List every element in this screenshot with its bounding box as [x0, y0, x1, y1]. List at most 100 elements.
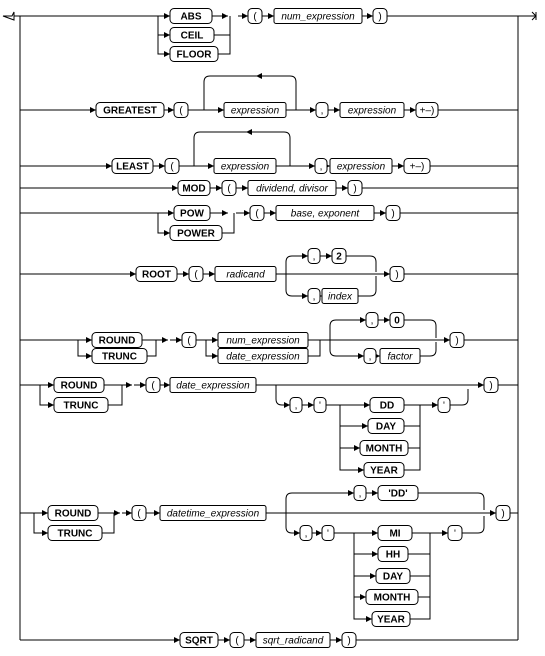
- mod-term-box-2: [247, 180, 337, 196]
- abs-term-label-5: ): [378, 12, 381, 23]
- round3-term-2: (: [131, 505, 147, 521]
- round2-term-box-11: [483, 377, 499, 393]
- greatest-term-box-0: [95, 102, 165, 118]
- root-term-label-3: ,: [313, 252, 316, 263]
- root-term-label-7: ): [395, 270, 398, 281]
- round3-term-label-8: MI: [389, 529, 400, 540]
- greatest-term-3: ,: [315, 102, 329, 118]
- sqrt-term-3: ): [341, 632, 357, 648]
- round1-term-box-9: [449, 332, 465, 348]
- round2-term-box-2: [145, 377, 161, 393]
- round3-term-11: MONTH: [365, 589, 419, 605]
- sqrt-term-1: (: [229, 632, 245, 648]
- round1-term-label-7: ,: [369, 352, 372, 363]
- least-term-2: expression: [213, 158, 277, 174]
- root-term-7: ): [389, 266, 405, 282]
- greatest-term-label-0: GREATEST: [103, 106, 157, 117]
- least-term-label-2: expression: [221, 162, 270, 173]
- root-term-4: 2: [331, 248, 347, 264]
- round3-term-box-6: [299, 525, 313, 541]
- round2-term-9: YEAR: [363, 462, 405, 478]
- least-term-4: expression: [329, 158, 393, 174]
- pow-term-label-2: (: [255, 209, 259, 220]
- exit-marker: [531, 11, 537, 21]
- root-term-box-5: [307, 288, 321, 304]
- pow-term-box-2: [249, 205, 265, 221]
- round2-term-0: ROUND: [53, 377, 105, 393]
- round3-term-box-0: [47, 505, 99, 521]
- round1-term-2: (: [181, 332, 197, 348]
- round1-term-box-5: [365, 312, 379, 328]
- round2-term-4: ,: [289, 397, 303, 413]
- root-term-label-1: (: [194, 270, 198, 281]
- least-term-box-1: [164, 158, 180, 174]
- abs-term-3: (: [247, 8, 263, 24]
- round3-term-5: 'DD': [377, 485, 419, 501]
- round2-term-label-6: DD: [380, 401, 394, 412]
- least-term-box-5: [403, 158, 431, 174]
- root-term-1: (: [188, 266, 204, 282]
- round2-term-10: ': [437, 397, 451, 413]
- round1-term-box-4: [217, 348, 309, 364]
- greatest-term-label-2: expression: [231, 106, 280, 117]
- sqrt-term-box-3: [341, 632, 357, 648]
- round3-term-box-4: [353, 485, 367, 501]
- sqrt-term-box-0: [179, 632, 219, 648]
- greatest-term-2: expression: [223, 102, 287, 118]
- round1-term-6: 0: [389, 312, 405, 328]
- round1-term-label-9: ): [455, 336, 458, 347]
- pow-term-1: POWER: [169, 225, 223, 241]
- round3-term-box-9: [377, 546, 409, 562]
- round2-term-6: DD: [369, 397, 405, 413]
- root-term-box-0: [135, 266, 178, 282]
- pow-term-label-1: POWER: [177, 229, 216, 240]
- round1-term-label-1: TRUNC: [102, 352, 137, 363]
- round3-term-label-1: TRUNC: [58, 529, 93, 540]
- pow-term-box-0: [173, 205, 211, 221]
- round3-term-box-10: [375, 568, 411, 584]
- least-term-3: ,: [314, 158, 328, 174]
- round1-term-label-0: ROUND: [99, 336, 136, 347]
- round1-term-box-3: [217, 332, 309, 348]
- abs-term-label-1: CEIL: [181, 31, 204, 42]
- round3-term-label-14: ): [501, 509, 504, 520]
- abs-term-box-3: [247, 8, 263, 24]
- round3-term-box-5: [377, 485, 419, 501]
- round2-term-label-0: ROUND: [61, 381, 98, 392]
- round1-term-1: TRUNC: [91, 348, 148, 364]
- round2-term-label-9: YEAR: [370, 466, 399, 477]
- sqrt-term-label-2: sqrt_radicand: [263, 636, 324, 647]
- round1-term-5: ,: [365, 312, 379, 328]
- mod-term-1: (: [221, 180, 237, 196]
- round2-term-8: MONTH: [359, 440, 409, 456]
- root-term-3: ,: [307, 248, 321, 264]
- round3-term-label-6: ,: [305, 529, 308, 540]
- abs-term-4: num_expression: [273, 8, 363, 24]
- round2-term-box-9: [363, 462, 405, 478]
- round3-term-label-11: MONTH: [374, 593, 411, 604]
- abs-term-5: ): [372, 8, 388, 24]
- least-term-box-4: [329, 158, 393, 174]
- round3-term-9: HH: [377, 546, 409, 562]
- round2-term-label-3: date_expression: [176, 381, 250, 392]
- round2-term-box-3: [169, 377, 257, 393]
- round2-term-box-8: [359, 440, 409, 456]
- round1-term-9: ): [449, 332, 465, 348]
- round2-term-5: ': [313, 397, 327, 413]
- greatest-term-box-4: [339, 102, 405, 118]
- root-term-box-6: [321, 288, 359, 304]
- root-term-label-5: ,: [313, 292, 316, 303]
- round2-term-11: ): [483, 377, 499, 393]
- round3-term-3: datetime_expression: [159, 505, 267, 521]
- sqrt-term-box-1: [229, 632, 245, 648]
- round3-term-13: ': [447, 525, 463, 541]
- abs-term-label-0: ABS: [180, 12, 201, 23]
- least-term-label-4: expression: [337, 162, 386, 173]
- pow-term-label-0: POW: [180, 209, 204, 220]
- mod-term-3: ): [347, 180, 363, 196]
- round1-term-7: ,: [363, 348, 377, 364]
- round1-term-label-5: ,: [371, 316, 374, 327]
- greatest-term-0: GREATEST: [95, 102, 165, 118]
- abs-term-box-5: [372, 8, 388, 24]
